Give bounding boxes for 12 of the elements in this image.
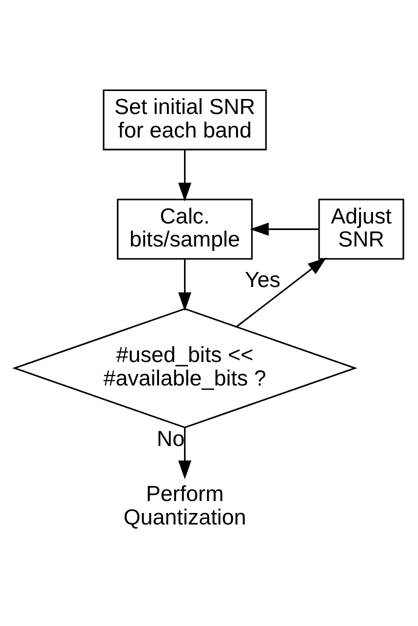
edge-label: Yes (244, 266, 280, 292)
node-box: Adjust SNR (318, 198, 404, 260)
arrow (250, 222, 319, 236)
arrow (178, 258, 192, 311)
node-text: Perform Quantization (123, 480, 246, 530)
node-diamond: #used_bits << #available_bits ? (12, 307, 358, 428)
node-box: Calc. bits/sample (116, 198, 253, 260)
edge-label: No (156, 425, 185, 450)
arrow (178, 427, 192, 479)
node-box: Set initial SNR for each band (102, 88, 267, 150)
arrow (178, 149, 192, 201)
arrow (236, 256, 327, 327)
